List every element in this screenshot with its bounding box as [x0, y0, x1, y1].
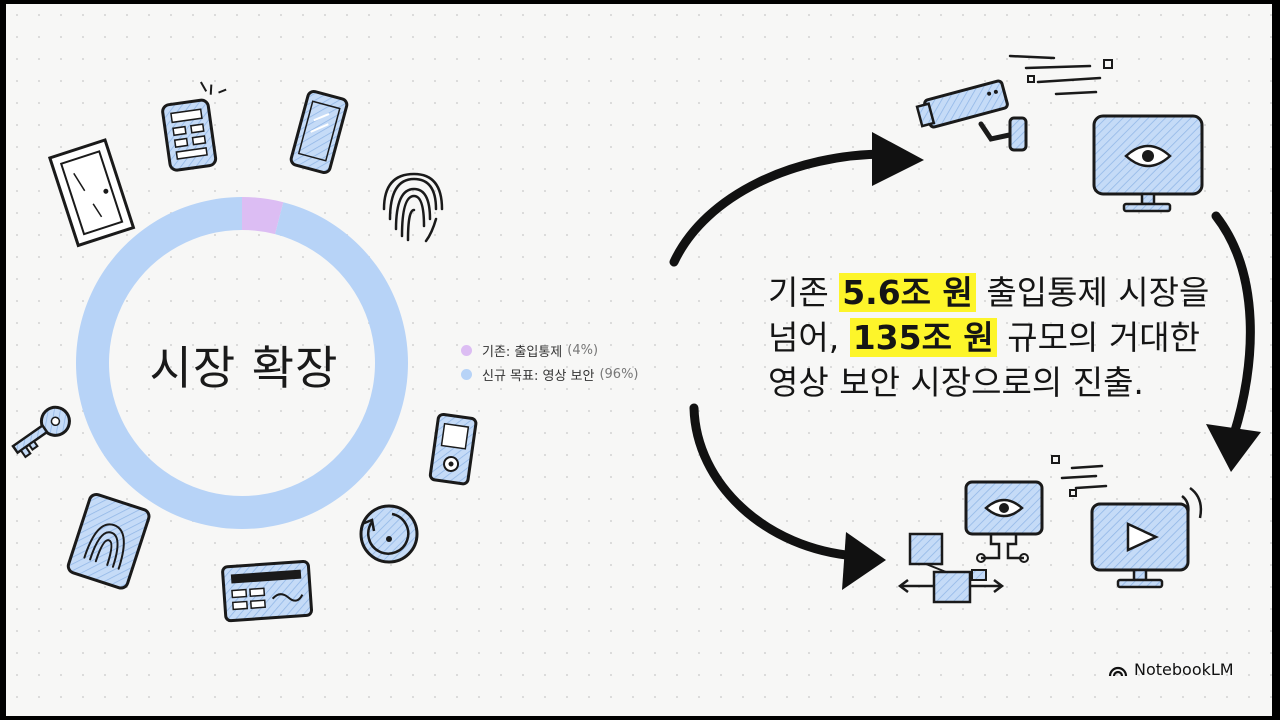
legend-percent-existing: (4%) — [567, 342, 599, 358]
donut-slice-0 — [242, 197, 284, 235]
illustration-layer — [11, 54, 1261, 623]
donut-chart — [76, 197, 409, 529]
highlight-existing-market: 5.6조 원 — [839, 273, 976, 312]
fingerprint-pad-icon — [66, 493, 151, 590]
chart-legend: 기존: 출입통제 (4%) 신규 목표: 영상 보안 (96%) — [461, 338, 639, 386]
arrow-right-down — [1206, 211, 1261, 472]
camera-panel-icon — [964, 455, 1108, 563]
slide: 시장 확장 기존: 출입통제 (4%) 신규 목표: 영상 보안 (96%) 기… — [6, 4, 1272, 716]
monitor-eye-icon — [1092, 114, 1204, 213]
legend-swatch-target — [461, 368, 472, 380]
statement-suffix: 규모의 거대한 영상 보안 시장으로의 진출. — [768, 318, 1200, 402]
smartphone-icon — [289, 89, 349, 175]
video-monitor-icon — [1090, 486, 1203, 589]
donut-center-title: 시장 확장 — [149, 341, 339, 395]
cctv-camera-icon — [915, 54, 1113, 152]
network-icon — [897, 532, 1005, 604]
legend-percent-target: (96%) — [599, 366, 639, 382]
legend-item-existing: 기존: 출입통제 (4%) — [461, 338, 639, 362]
arrow-left-down — [689, 403, 886, 590]
rotate-icon — [359, 504, 419, 564]
notebooklm-logo-icon — [1108, 666, 1128, 676]
fingerprint-icon — [382, 172, 444, 243]
legend-swatch-existing — [461, 344, 472, 356]
arrow-top-left — [669, 132, 924, 267]
notebooklm-brand: NotebookLM — [1108, 660, 1234, 679]
highlight-target-market: 135조 원 — [849, 318, 997, 357]
handheld-device-icon — [428, 412, 478, 486]
legend-label-target: 신규 목표: 영상 보안 — [482, 368, 595, 384]
brand-name: NotebookLM — [1134, 660, 1234, 679]
legend-label-existing: 기존: 출입통제 — [482, 344, 563, 360]
statement-prefix: 기존 — [768, 273, 840, 312]
market-statement: 기존 5.6조 원 출입통제 시장을 넘어, 135조 원 규모의 거대한 영상… — [768, 270, 1218, 405]
card-reader-icon — [221, 559, 314, 623]
legend-item-target: 신규 목표: 영상 보안 (96%) — [461, 362, 639, 386]
remote-keypad-icon — [161, 81, 227, 172]
key-icon — [11, 405, 71, 459]
statement-middle: 출입통제 시장을 넘어, — [768, 273, 1210, 357]
door-icon — [47, 138, 136, 248]
